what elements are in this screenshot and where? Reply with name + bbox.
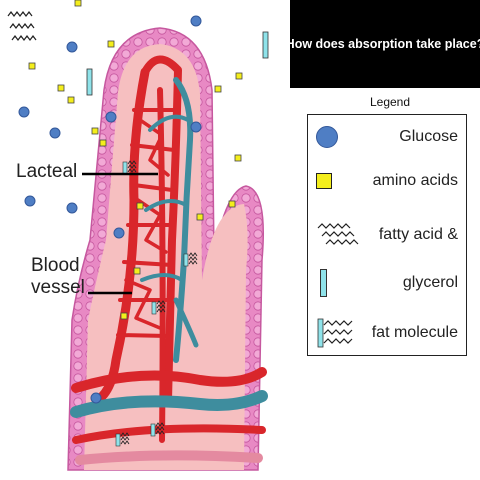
lacteal-label: Lacteal: [16, 161, 78, 182]
blood-vessel-label: Blood vessel: [31, 255, 85, 299]
legend-box: Glucose amino acids fatty acid & glycero…: [307, 114, 467, 356]
amino-acid-square-icon: [316, 173, 332, 189]
legend-label: fatty acid &: [378, 226, 458, 243]
legend-label: glycerol: [402, 274, 458, 291]
question-title: How does absorption take place?: [285, 37, 480, 51]
legend-label: Glucose: [399, 128, 458, 145]
blood-vessel-label-line1: Blood: [31, 255, 80, 276]
fat-molecules: [115, 160, 198, 447]
glycerol-bar-icon: [320, 269, 327, 297]
label-pointers: [82, 172, 158, 295]
fat-molecule-icon: [317, 318, 353, 348]
legend-item-fat-molecule: fat molecule: [308, 311, 466, 355]
glucose-molecules: [18, 15, 202, 404]
legend-item-glucose: Glucose: [308, 115, 466, 159]
villus-diagram: [7, 0, 269, 471]
legend-item-amino-acids: amino acids: [308, 159, 466, 203]
glycerol-bars: [86, 31, 269, 96]
legend-label: amino acids: [372, 172, 458, 189]
lacteal-vessel: [140, 77, 199, 363]
fatty-acid-squiggle-icon: [317, 223, 359, 245]
blood-vessel-label-line2: vessel: [31, 277, 85, 298]
fatty-acid-squiggles: [7, 11, 37, 41]
legend-label: fat molecule: [371, 324, 458, 341]
question-banner: How does absorption take place?: [286, 0, 480, 88]
legend-heading: Legend: [369, 95, 411, 109]
glucose-circle-icon: [316, 126, 338, 148]
amino-acid-squares: [28, 0, 243, 320]
legend-item-glycerol: glycerol: [308, 261, 466, 305]
legend-item-fatty-acid: fatty acid &: [308, 213, 466, 257]
